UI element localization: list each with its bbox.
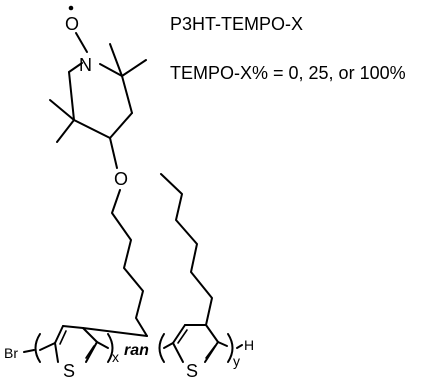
bracket-left-close — [107, 333, 114, 363]
composition-label: TEMPO-X% = 0, 25, or 100% — [170, 63, 406, 83]
ether-bond-upper — [109, 137, 118, 169]
backbone-bond-left — [39, 342, 56, 351]
hydrogen-end-group: H — [244, 337, 254, 353]
thiophene-ring-left — [54, 325, 98, 363]
random-linker: ran — [124, 342, 149, 359]
alkyl-spacer-chain — [111, 189, 148, 337]
sulfur-atom-right: S — [186, 361, 198, 377]
spacer-to-ring-bond — [82, 327, 148, 337]
subscript-y: y — [233, 353, 240, 369]
tempo-ring — [49, 32, 147, 143]
bracket-right-open — [158, 333, 165, 363]
sulfur-atom-left: S — [63, 361, 75, 377]
bromine-bond — [23, 349, 35, 353]
hexyl-side-chain — [160, 173, 213, 326]
subscript-x: x — [112, 349, 119, 365]
thiophene-ring-right — [172, 324, 219, 363]
oxygen-radical-atom: O — [65, 14, 79, 34]
nitrogen-atom: N — [79, 55, 92, 75]
radical-dot — [68, 5, 74, 11]
bromine-end-group: Br — [4, 345, 18, 361]
bracket-left-open — [34, 333, 41, 363]
backbone-bond-right-out — [217, 341, 228, 347]
hydrogen-bond — [236, 344, 243, 349]
backbone-bond-right — [163, 342, 174, 349]
backbone-bond-left-out — [96, 341, 109, 349]
polymer-title: P3HT-TEMPO-X — [170, 14, 303, 34]
oxygen-ether-atom: O — [114, 169, 128, 189]
bracket-right-close — [227, 333, 234, 363]
